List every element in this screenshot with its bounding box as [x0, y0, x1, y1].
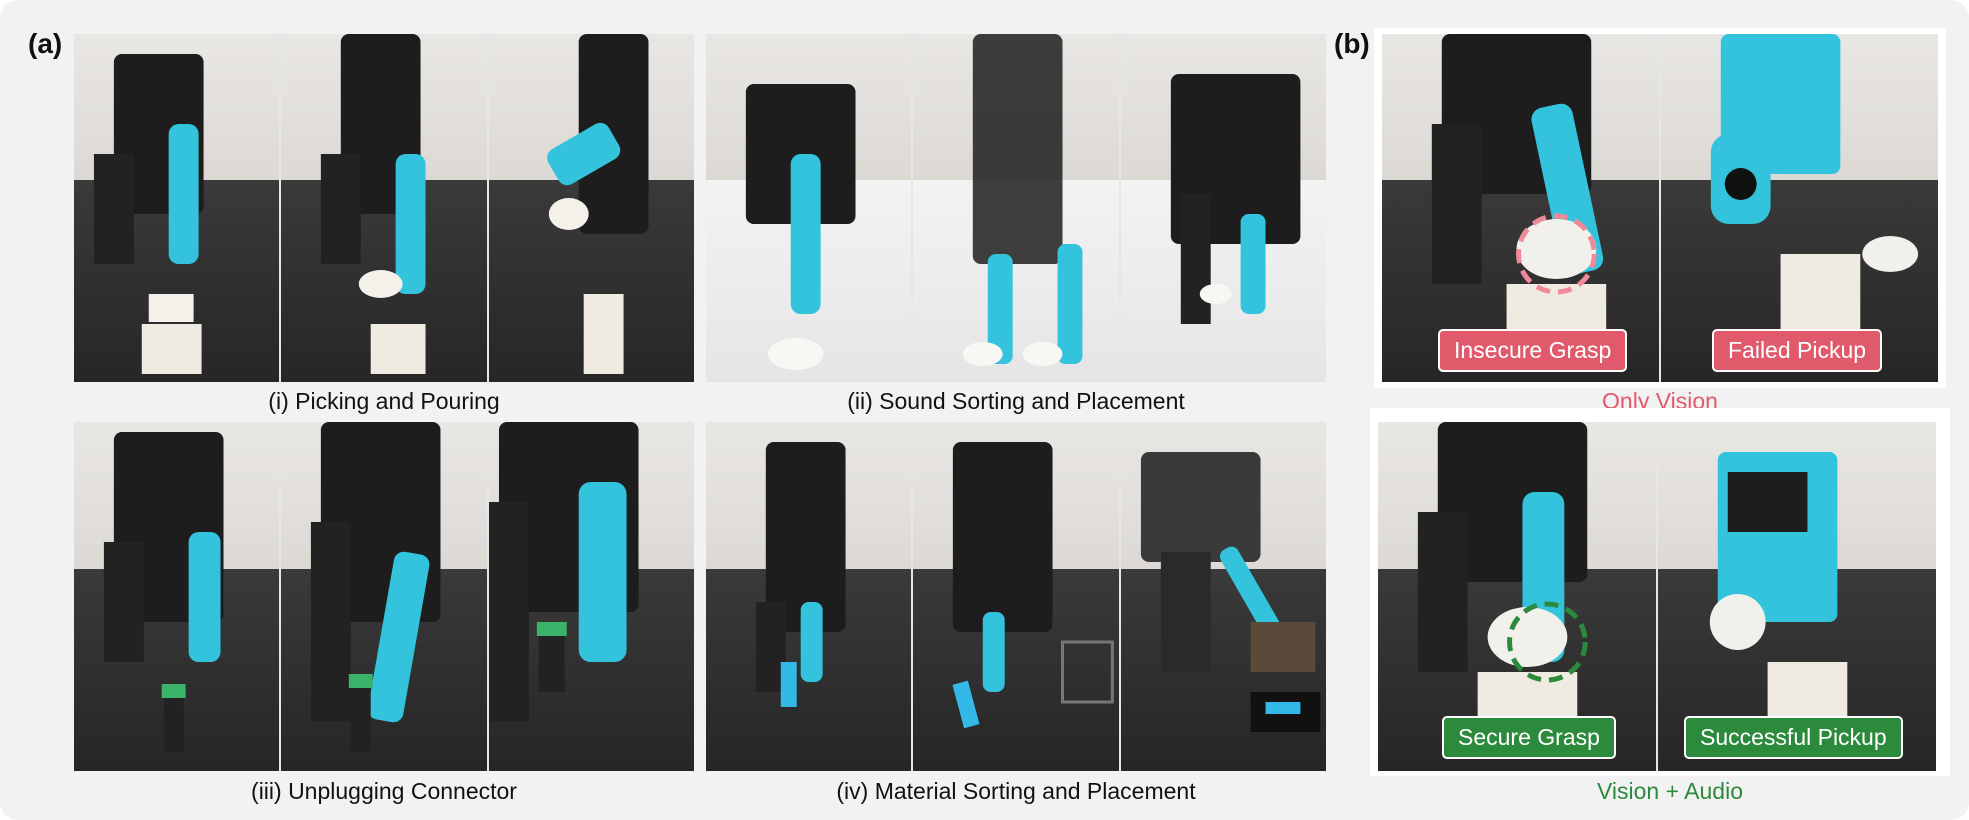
robot-arm-illustration — [963, 34, 1083, 366]
task-iii-caption: (iii) Unplugging Connector — [251, 778, 517, 804]
successful-pickup-tag: Successful Pickup — [1684, 716, 1903, 759]
robot-arm-illustration — [1431, 34, 1607, 364]
robot-arm-illustration — [311, 422, 441, 752]
task-photo — [74, 422, 282, 771]
insecure-grasp-tag: Insecure Grasp — [1438, 329, 1628, 372]
robot-arm-illustration — [93, 54, 204, 374]
task-photo — [913, 422, 1121, 771]
robot-arm-illustration — [1170, 74, 1301, 324]
task-photo — [74, 34, 282, 382]
robot-arm-illustration — [321, 34, 426, 374]
task-iv-photo-strip — [706, 422, 1326, 771]
task-i-caption: (i) Picking and Pouring — [268, 388, 500, 414]
task-photo — [1120, 422, 1326, 771]
task-ii-caption: (ii) Sound Sorting and Placement — [847, 388, 1185, 414]
robot-arm-illustration — [952, 442, 1115, 729]
robot-arm-illustration — [488, 422, 639, 722]
robot-arm-illustration — [103, 432, 224, 752]
task-iii-photo-strip — [74, 422, 694, 771]
panel-a-label: (a) — [28, 28, 63, 59]
failed-pickup-tag: Failed Pickup — [1712, 329, 1883, 372]
robot-arm-illustration — [1140, 452, 1321, 732]
task-photo — [488, 422, 694, 771]
task-photo — [706, 422, 914, 771]
robot-arm-illustration — [1417, 422, 1588, 752]
robot-arm-illustration — [755, 442, 846, 707]
task-photo — [488, 34, 694, 382]
task-photo — [1120, 34, 1326, 382]
task-photo — [281, 34, 489, 382]
secure-grasp-tag: Secure Grasp — [1442, 716, 1616, 759]
task-ii-photo-strip — [706, 34, 1326, 382]
vision-audio-label: Vision + Audio — [1597, 778, 1743, 804]
task-photo — [281, 422, 489, 771]
comparison-photo — [1661, 34, 1938, 382]
task-photo — [913, 34, 1121, 382]
task-iv-caption: (iv) Material Sorting and Placement — [836, 778, 1196, 804]
robot-arm-illustration — [745, 84, 856, 370]
task-i-photo-strip — [74, 34, 694, 382]
task-photo — [706, 34, 914, 382]
panel-b-label: (b) — [1334, 28, 1370, 59]
robot-arm-illustration — [546, 34, 649, 374]
